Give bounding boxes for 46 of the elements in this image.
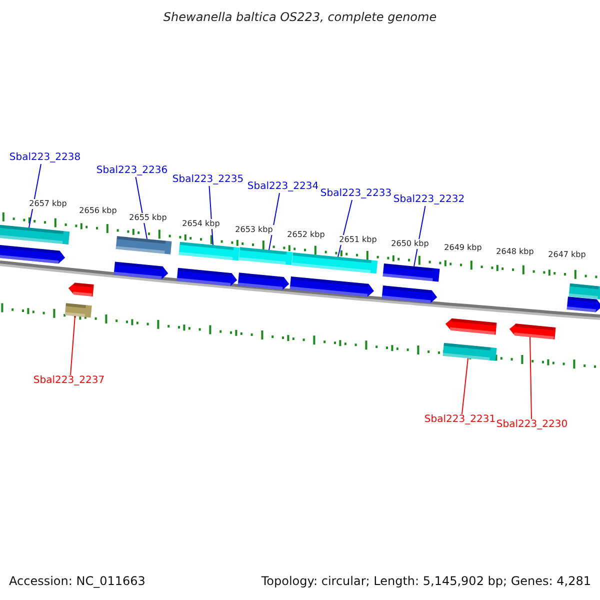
gene-bar	[64, 303, 92, 318]
gene-label: Sbal223_2234	[247, 181, 319, 193]
gene-label: Sbal223_2231	[424, 414, 496, 426]
gene-label: Sbal223_2238	[9, 152, 81, 164]
gene-bar	[568, 283, 600, 300]
scale-label: 2647 kbp	[547, 250, 587, 260]
scale-label: 2652 kbp	[286, 230, 326, 240]
gene-feature	[382, 286, 438, 304]
scale-label: 2657 kbp	[28, 199, 68, 209]
accession-text: Accession: NC_011663	[9, 574, 146, 588]
gene-bar	[442, 342, 497, 361]
title: Shewanella baltica OS223, complete genome	[162, 10, 438, 24]
gene-label: Sbal223_2232	[393, 194, 465, 206]
scale-label: 2651 kbp	[338, 235, 378, 245]
gene-feature	[445, 318, 497, 335]
scale-label: 2653 kbp	[234, 225, 274, 235]
scale-label: 2649 kbp	[443, 243, 483, 253]
gene-feature	[566, 296, 600, 312]
leader-line	[135, 176, 148, 240]
scale-label: 2648 kbp	[495, 247, 535, 257]
gene-label: Sbal223_2237	[33, 375, 105, 387]
gene-label: Sbal223_2235	[172, 174, 244, 186]
gene-bar	[116, 236, 172, 254]
gene-bar	[238, 247, 293, 266]
scale-label: 2654 kbp	[181, 219, 221, 229]
gene-label: Sbal223_2236	[96, 165, 168, 177]
gene-feature	[114, 262, 168, 280]
leader-line	[530, 336, 532, 420]
gene-label: Sbal223_2230	[496, 419, 568, 431]
scale-label: 2656 kbp	[78, 206, 118, 216]
gene-feature	[238, 272, 290, 290]
gene-bar	[382, 263, 440, 282]
gene-feature	[0, 244, 66, 264]
leader-line	[462, 358, 468, 414]
scale-label: 2650 kbp	[390, 239, 430, 249]
scale-label: 2655 kbp	[128, 213, 168, 223]
gene-feature	[290, 276, 374, 297]
gene-feature	[176, 268, 238, 286]
gene-bar	[0, 224, 70, 245]
genome-info-text: Topology: circular; Length: 5,145,902 bp; Genes: 4,281	[261, 574, 591, 588]
gene-feature	[68, 282, 94, 296]
gene-label: Sbal223_2233	[320, 188, 392, 200]
gene-bar	[292, 252, 378, 274]
leader-line	[70, 316, 76, 376]
gene-feature	[509, 324, 556, 340]
gene-bar	[178, 242, 240, 261]
